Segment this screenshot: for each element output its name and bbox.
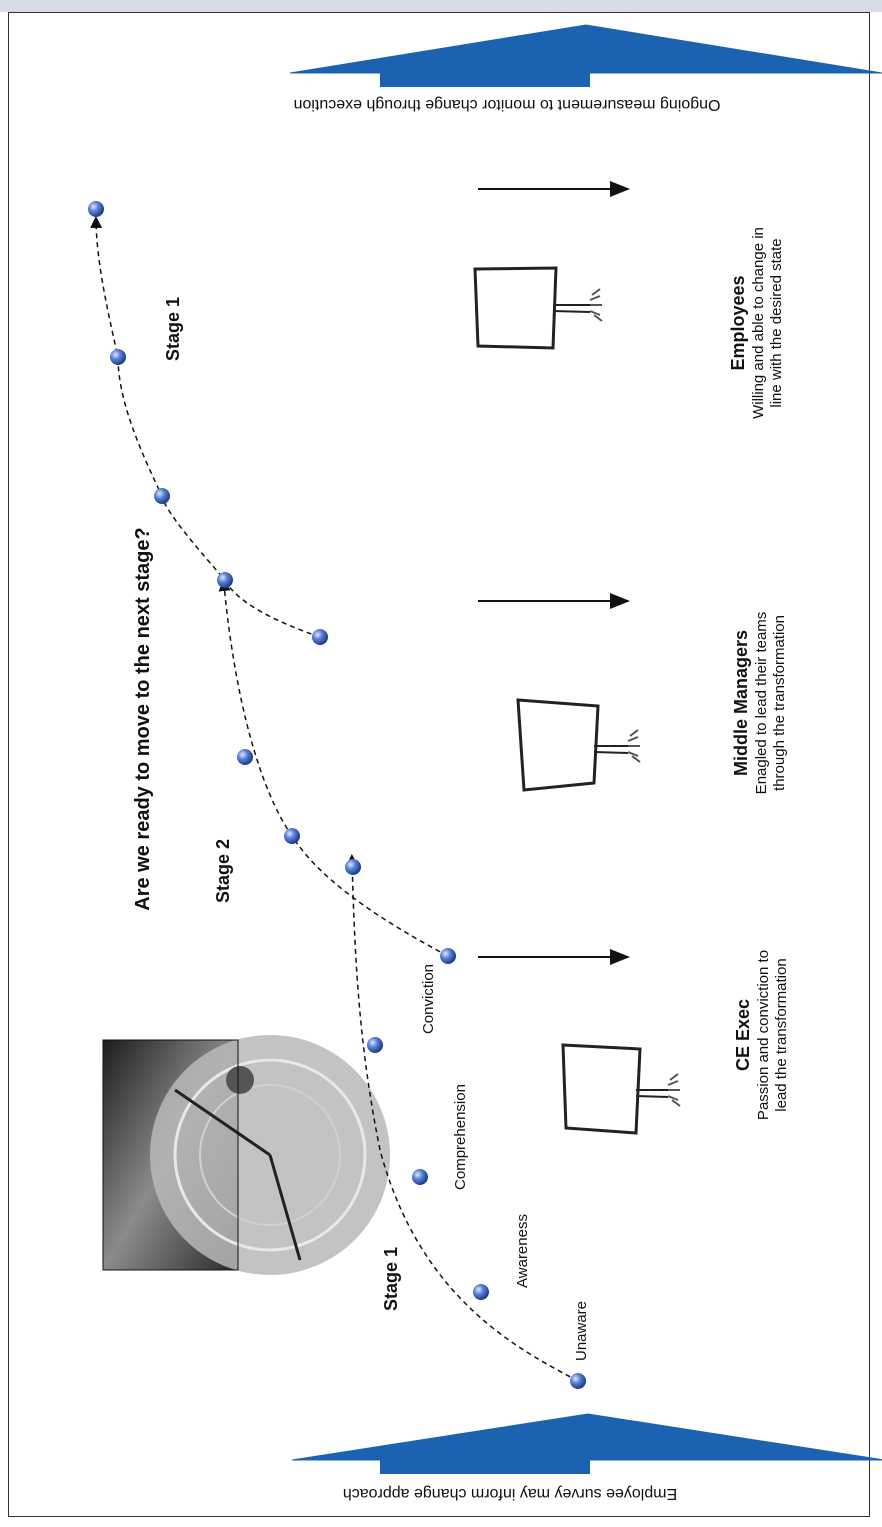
audience-employees: Employees Willing and able to change in … bbox=[727, 168, 793, 478]
node bbox=[237, 749, 253, 765]
audience-desc-line2: lead the transformation bbox=[773, 900, 792, 1170]
stage-label-2: Stage 2 bbox=[213, 821, 235, 921]
node bbox=[367, 1037, 383, 1053]
top-arrow-tab bbox=[380, 73, 590, 87]
node bbox=[440, 948, 456, 964]
audience-title: Middle Managers bbox=[730, 558, 753, 848]
audience-ce-exec: CE Exec Passion and conviction to lead t… bbox=[732, 900, 798, 1170]
node bbox=[217, 572, 233, 588]
level-conviction: Conviction bbox=[420, 939, 440, 1059]
barometer-photo bbox=[103, 1035, 390, 1275]
node bbox=[154, 488, 170, 504]
blank-sign-icon-1 bbox=[563, 1045, 680, 1133]
level-comprehension: Comprehension bbox=[452, 1057, 472, 1217]
blank-sign-icon-3 bbox=[475, 268, 602, 348]
audience-desc-line1: Passion and conviction to bbox=[755, 900, 774, 1170]
node bbox=[284, 828, 300, 844]
curve-2 bbox=[224, 585, 448, 956]
node bbox=[345, 859, 361, 875]
top-band-text: Ongoing measurement to monitor change th… bbox=[222, 95, 792, 113]
bottom-arrow-tab bbox=[380, 1460, 590, 1474]
audience-desc-line2: through the transformation bbox=[771, 558, 790, 848]
node bbox=[88, 201, 104, 217]
node bbox=[312, 629, 328, 645]
level-awareness: Awareness bbox=[514, 1191, 534, 1311]
audience-desc-line1: Willing and able to change in bbox=[750, 168, 769, 478]
node bbox=[473, 1284, 489, 1300]
node bbox=[412, 1169, 428, 1185]
blank-sign-icon-2 bbox=[518, 700, 640, 790]
stage-label-1: Stage 1 bbox=[381, 1229, 403, 1329]
top-arrow bbox=[290, 25, 882, 73]
node bbox=[110, 349, 126, 365]
audience-middle-managers: Middle Managers Enagled to lead their te… bbox=[730, 558, 796, 848]
bottom-band-text: Employee survey may inform change approa… bbox=[290, 1484, 730, 1502]
level-unaware: Unaware bbox=[573, 1271, 593, 1391]
question-text: Are we ready to move to the next stage? bbox=[132, 509, 158, 929]
stage-label-3: Stage 1 bbox=[163, 279, 185, 379]
curve-3 bbox=[96, 222, 320, 637]
audience-title: Employees bbox=[727, 168, 750, 478]
audience-desc-line2: line with the desired state bbox=[768, 168, 787, 478]
bottom-arrow bbox=[292, 1414, 882, 1460]
audience-desc-line1: Enagled to lead their teams bbox=[753, 558, 772, 848]
audience-title: CE Exec bbox=[732, 900, 755, 1170]
